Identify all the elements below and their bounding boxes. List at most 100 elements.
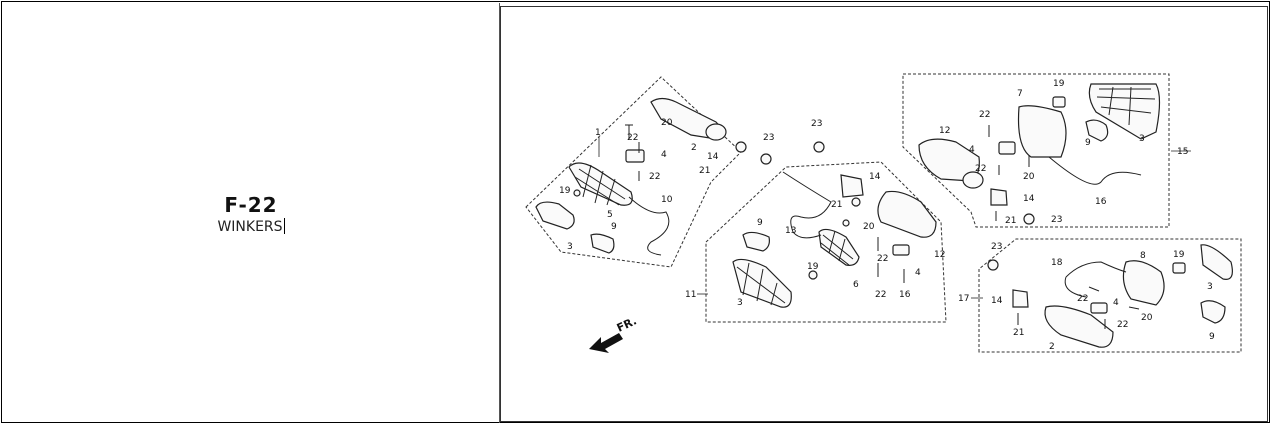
callout-3: 3 <box>1207 282 1213 292</box>
callout-9: 9 <box>757 218 763 228</box>
socket-front-left <box>705 123 727 141</box>
group-outline-front-center <box>705 161 947 323</box>
callout-23: 23 <box>1051 215 1062 225</box>
callout-3: 3 <box>567 242 573 252</box>
callout-16: 16 <box>1095 197 1107 207</box>
title-panel: F-22 WINKERS <box>3 3 500 423</box>
callout-1: 1 <box>595 128 601 138</box>
nut-rear-lower <box>987 259 999 271</box>
nut-front-left <box>760 153 772 165</box>
front-center-winker <box>732 141 937 308</box>
callout-6: 6 <box>853 280 859 290</box>
callout-leaders <box>598 137 1191 299</box>
callout-19: 19 <box>1053 79 1065 89</box>
callout-20: 20 <box>1141 313 1153 323</box>
grommet-front-center <box>808 270 818 280</box>
callout-8: 8 <box>1140 251 1146 261</box>
winker-body-rear-lower <box>1044 305 1114 348</box>
callout-7: 7 <box>1017 89 1023 99</box>
callout-16: 16 <box>899 290 911 300</box>
title-block: F-22 WINKERS <box>3 193 499 235</box>
screw-rear-lower-d <box>1128 306 1140 310</box>
washer-front-center <box>842 219 850 227</box>
section-name-row: WINKERS <box>3 218 499 235</box>
callout-15: 15 <box>1177 147 1188 157</box>
callout-3: 3 <box>737 298 743 308</box>
front-left-winker <box>535 97 772 256</box>
bracket-rear-lower <box>1090 302 1108 314</box>
callout-14: 14 <box>707 152 719 162</box>
callout-23: 23 <box>811 119 822 129</box>
callout-22: 22 <box>979 110 990 120</box>
nut-front-center <box>813 141 825 153</box>
reflector-rear-lower <box>1200 300 1226 324</box>
section-name: WINKERS <box>217 219 283 235</box>
wire-front-center <box>782 171 832 239</box>
callout-22: 22 <box>1117 320 1128 330</box>
callout-4: 4 <box>661 150 667 160</box>
lens-small-front-left <box>535 201 575 230</box>
callout-21: 21 <box>699 166 710 176</box>
winker-body-rear-right <box>918 138 980 182</box>
callout-19: 19 <box>559 186 571 196</box>
callout-21: 21 <box>831 200 842 210</box>
callout-12: 12 <box>939 126 950 136</box>
callout-9: 9 <box>611 222 617 232</box>
section-code: F-22 <box>224 193 278 217</box>
callout-4: 4 <box>1113 298 1119 308</box>
bulb-socket-rear-right <box>990 188 1008 206</box>
bracket-rear-right <box>998 141 1016 155</box>
exploded-parts-diagram: FR. 1 2 3 22 20 4 22 5 10 19 9 <box>525 73 1242 353</box>
callout-18: 18 <box>1051 258 1063 268</box>
callout-4: 4 <box>969 145 975 155</box>
bracket-front-left <box>625 149 645 163</box>
callout-20: 20 <box>1023 172 1035 182</box>
reflector-front-left <box>590 233 615 254</box>
rear-lower-winker <box>987 244 1233 348</box>
front-direction-arrow-icon <box>589 333 623 353</box>
callout-21: 21 <box>1005 216 1016 226</box>
callout-14: 14 <box>1023 194 1035 204</box>
housing-rear-right <box>1017 105 1067 158</box>
lens-rear-lower <box>1200 244 1233 280</box>
callout-12: 12 <box>934 250 945 260</box>
winker-body-front-center <box>877 190 937 238</box>
wire-front-left <box>628 196 670 256</box>
group-outline-rear-right <box>902 73 1170 228</box>
callout-22: 22 <box>877 254 888 264</box>
callout-9: 9 <box>1209 332 1215 342</box>
front-direction-indicator: FR. <box>589 314 639 353</box>
screw-front-left-a <box>625 124 633 139</box>
reflector-rear-right <box>1085 119 1109 142</box>
bracket-front-center <box>892 244 910 256</box>
callout-14: 14 <box>991 296 1003 306</box>
diagram-panel: FR. 1 2 3 22 20 4 22 5 10 19 9 <box>500 6 1268 422</box>
front-direction-label: FR. <box>615 314 639 334</box>
callout-23: 23 <box>763 133 774 143</box>
group-outline-front-left <box>525 76 742 268</box>
callout-2: 2 <box>1049 342 1055 352</box>
bulb-rear-right <box>1052 96 1066 108</box>
bulb-socket-rear-lower <box>1012 289 1029 308</box>
bulb-front-left <box>735 141 747 153</box>
callout-22: 22 <box>649 172 660 182</box>
lens-grille-front-center <box>820 230 854 266</box>
callout-20: 20 <box>863 222 875 232</box>
socket-front-center <box>840 174 864 198</box>
callout-3: 3 <box>1139 134 1145 144</box>
callout-5: 5 <box>607 210 613 220</box>
lens-front-left <box>568 162 633 206</box>
callout-4: 4 <box>915 268 921 278</box>
callout-11: 11 <box>685 290 696 300</box>
wire-rear-right <box>1048 156 1142 185</box>
wire-rear-lower <box>1064 261 1127 298</box>
callout-17: 17 <box>958 294 969 304</box>
washer-front-left <box>573 189 581 197</box>
bulb-rear-lower <box>1172 262 1186 274</box>
callout-22: 22 <box>975 164 986 174</box>
lens-grille-large-front-center <box>736 262 786 306</box>
nut-rear-right <box>1023 213 1035 225</box>
callout-9: 9 <box>1085 138 1091 148</box>
callout-22: 22 <box>627 133 638 143</box>
